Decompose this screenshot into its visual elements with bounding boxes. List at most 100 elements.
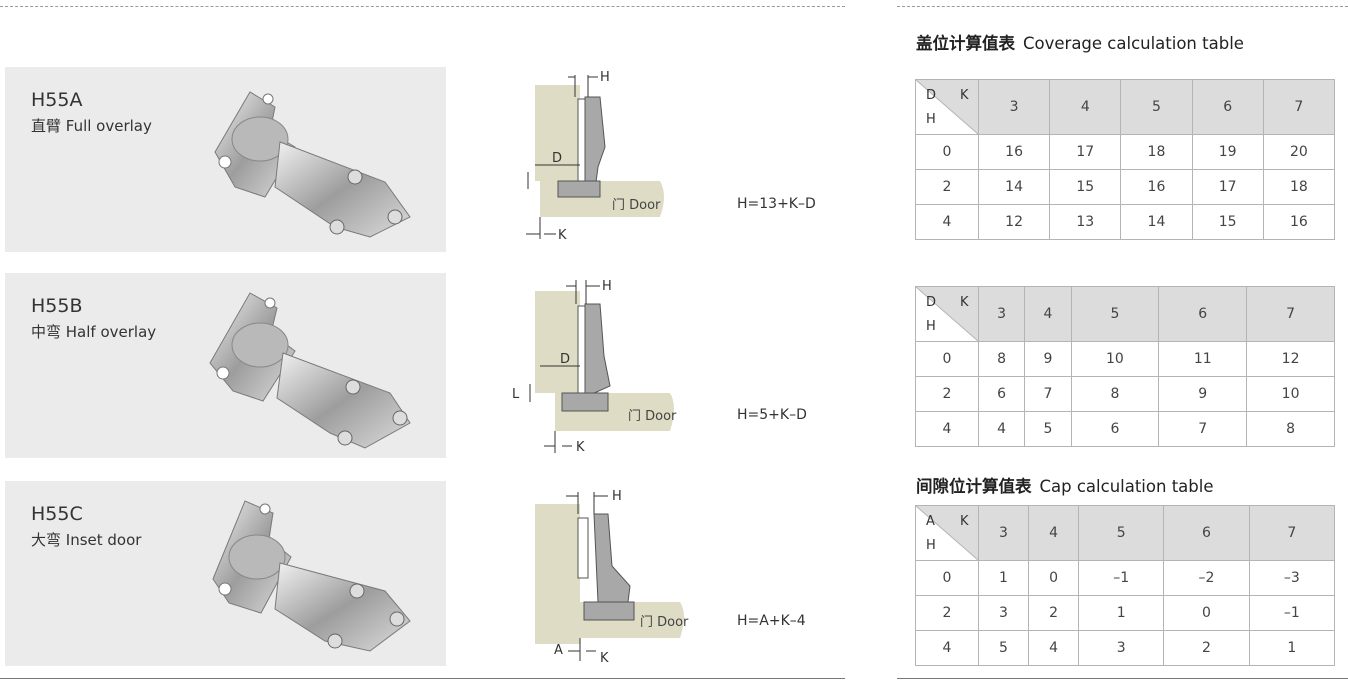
table-cell: 14 (977, 169, 1051, 205)
table-cell: 6 (977, 376, 1026, 412)
hinge-photo-icon (212, 500, 411, 652)
table-cell: 11 (1158, 341, 1248, 377)
table-cell: 2 (1163, 630, 1250, 666)
table-cell: 10 (1246, 376, 1335, 412)
model-name: H55B (31, 295, 83, 317)
table-cell: 3 (1078, 630, 1165, 666)
hinge-photo-icon (214, 91, 411, 238)
installation-diagram-h55a: H D K 门 Door (526, 70, 664, 243)
dim-label-k: K (558, 228, 567, 243)
title-cn: 盖位计算值表 (916, 34, 1015, 53)
table-cell: 4 (977, 411, 1026, 447)
hinge-card-h55a: H55A 直臂 Full overlay (5, 67, 446, 252)
table-cell: 0 (1163, 595, 1250, 631)
table-cell: –1 (1078, 560, 1165, 596)
dim-label-l: L (512, 387, 520, 402)
table-cell: 16 (1120, 169, 1193, 205)
row-header: 4 (915, 411, 979, 447)
installation-diagram-h55c: H A K 门 Door (535, 489, 689, 666)
table-cell: 15 (1191, 204, 1264, 240)
table-cell: 12 (977, 204, 1051, 240)
column-header: 6 (1158, 286, 1248, 342)
column-header: 3 (977, 79, 1051, 135)
table-cell: 18 (1120, 134, 1193, 170)
corner-label-bottom-left: H (926, 112, 936, 127)
corner-label-bottom-left: H (926, 538, 936, 553)
table-cell: 5 (977, 630, 1030, 666)
corner-label-top-left: D (926, 295, 937, 310)
column-header: 7 (1246, 286, 1335, 342)
column-header: 3 (977, 505, 1030, 561)
table-cell: 19 (1191, 134, 1264, 170)
door-label: 门 Door (612, 198, 661, 213)
column-header: 5 (1070, 286, 1160, 342)
table-cell: 8 (1246, 411, 1335, 447)
column-header: 4 (1028, 505, 1080, 561)
dim-label-d: D (560, 352, 570, 367)
row-header: 0 (915, 341, 979, 377)
title-en: Coverage calculation table (1023, 34, 1244, 53)
corner-label-top-right: K (960, 514, 969, 529)
dim-label-k: K (600, 651, 609, 666)
bottom-divider-right (897, 678, 1348, 679)
column-header: 4 (1024, 286, 1072, 342)
table-cell: 9 (1024, 341, 1072, 377)
top-divider-right (897, 6, 1348, 7)
table-cell: –1 (1248, 595, 1336, 631)
top-divider-left (0, 6, 845, 7)
table-cell: 14 (1120, 204, 1193, 240)
corner-label-top-right: K (960, 88, 969, 103)
dim-label-h: H (602, 279, 612, 294)
table-cell: 8 (977, 341, 1026, 377)
table-cell: 0 (1028, 560, 1080, 596)
table-cell: 7 (1158, 411, 1248, 447)
table-cell: 1 (977, 560, 1030, 596)
title-en: Cap calculation table (1039, 477, 1214, 496)
row-header: 2 (915, 595, 979, 631)
column-header: 4 (1049, 79, 1122, 135)
model-name: H55C (31, 503, 83, 525)
table-cell: 9 (1158, 376, 1248, 412)
table-cell: 17 (1049, 134, 1122, 170)
corner-label-bottom-left: H (926, 319, 936, 334)
door-label: 门 Door (628, 409, 677, 424)
corner-cell: D K H (915, 79, 979, 135)
table-cell: 2 (1028, 595, 1080, 631)
formula-h55a: H=13+K–D (737, 196, 816, 212)
column-header: 5 (1078, 505, 1165, 561)
table-cell: 4 (1028, 630, 1080, 666)
diagonal-divider-icon (916, 287, 978, 341)
table-cell: 16 (1262, 204, 1336, 240)
formula-h55b: H=5+K–D (737, 407, 807, 423)
corner-label-top-left: D (926, 88, 937, 103)
table-cell: 16 (977, 134, 1051, 170)
table-cell: 6 (1070, 411, 1160, 447)
corner-label-top-left: A (926, 514, 935, 529)
table-cell: –2 (1163, 560, 1250, 596)
table-cell: 1 (1248, 630, 1336, 666)
table-cell: 18 (1262, 169, 1336, 205)
dim-label-a: A (554, 643, 563, 658)
table-cell: 3 (977, 595, 1030, 631)
row-header: 4 (915, 630, 979, 666)
coverage-table-title: 盖位计算值表 Coverage calculation table (916, 30, 1244, 54)
table-cell: 1 (1078, 595, 1165, 631)
diagonal-divider-icon (916, 506, 978, 560)
hinge-card-h55c: H55C 大弯 Inset door (5, 481, 446, 666)
hinge-card-h55b: H55B 中弯 Half overlay (5, 273, 446, 458)
dim-label-h: H (600, 70, 610, 85)
formula-h55c: H=A+K–4 (737, 613, 806, 629)
model-description: 大弯 Inset door (31, 531, 142, 549)
table-cell: 15 (1049, 169, 1122, 205)
hinge-photo-icon (209, 292, 411, 449)
